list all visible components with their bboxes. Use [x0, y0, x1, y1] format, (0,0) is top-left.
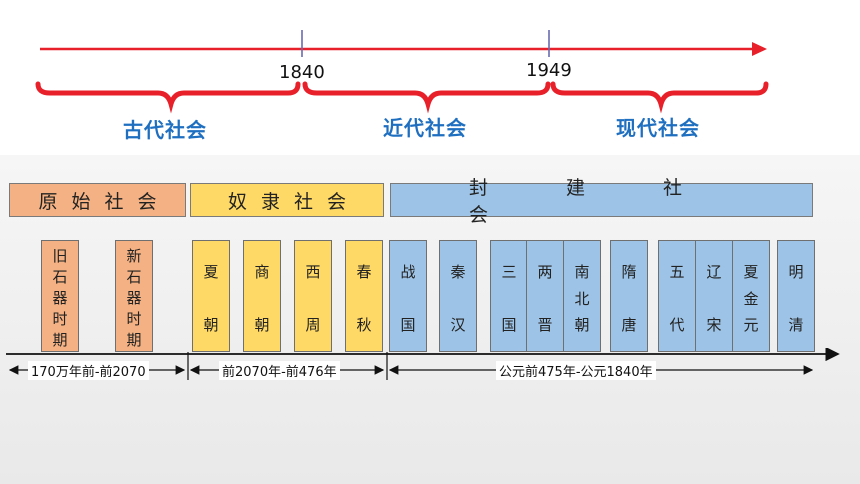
brace-contemporary [550, 81, 769, 114]
period-southern-northern: 南北朝 [563, 240, 601, 352]
period-western-zhou: 西周 [294, 240, 332, 352]
period-two-jin: 两晋 [526, 240, 564, 352]
period-warring-states: 战国 [389, 240, 427, 352]
period-ming-qing: 明清 [777, 240, 815, 352]
period-three-kingdoms: 三国 [490, 240, 528, 352]
era-modern: 近代社会 [383, 116, 467, 140]
period-neolithic: 新石器时期 [115, 240, 153, 352]
period-sui-tang: 隋唐 [610, 240, 648, 352]
year-1840: 1840 [279, 62, 325, 83]
society-primitive: 原始社会 [9, 183, 186, 217]
span-label-slave: 前2070年-前476年 [219, 361, 340, 380]
era-ancient: 古代社会 [123, 118, 207, 142]
period-shang: 商朝 [243, 240, 281, 352]
year-1949: 1949 [526, 60, 572, 81]
brace-ancient [35, 81, 301, 114]
period-paleolithic: 旧石器时期 [41, 240, 79, 352]
period-xia-jin-yuan: 夏金元 [732, 240, 770, 352]
span-label-primitive: 170万年前-前2070 [28, 361, 149, 380]
period-five-dynasties: 五代 [658, 240, 696, 352]
timeline-arrowhead [752, 42, 767, 56]
period-xia: 夏朝 [192, 240, 230, 352]
brace-modern [302, 81, 551, 114]
period-spring-autumn: 春秋 [345, 240, 383, 352]
period-qin-han: 秦汉 [439, 240, 477, 352]
timeline-svg [35, 30, 769, 114]
society-slave: 奴隶社会 [190, 183, 384, 217]
era-contemporary: 现代社会 [616, 116, 700, 140]
society-feudal: 封建社会 [390, 177, 813, 226]
span-label-feudal: 公元前475年-公元1840年 [496, 361, 656, 380]
period-liao-song: 辽宋 [695, 240, 733, 352]
